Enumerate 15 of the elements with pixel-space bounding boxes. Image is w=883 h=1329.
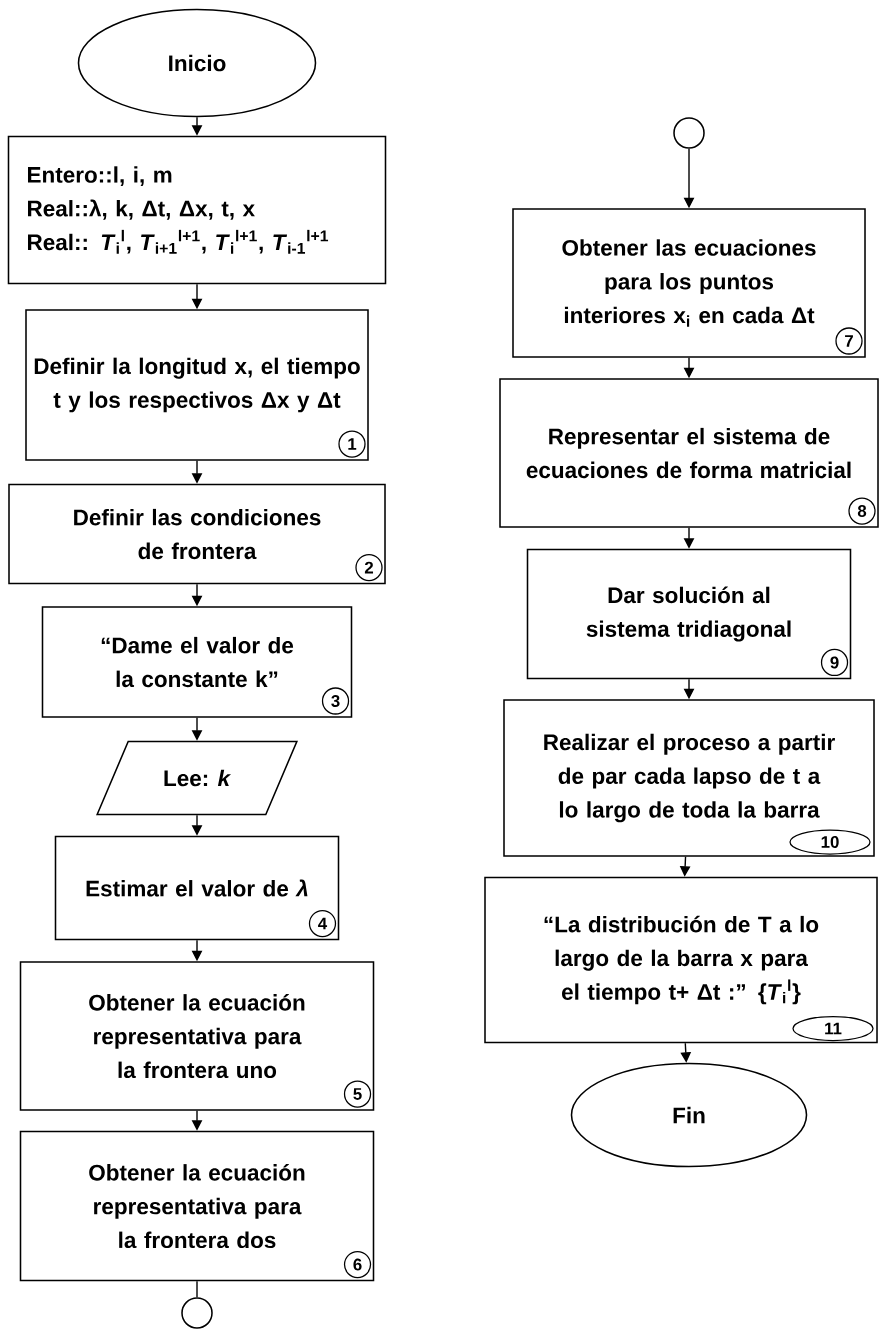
connector-circle [181,1297,213,1329]
callout-number: 2 [355,553,383,582]
callout-number: 1 [338,430,366,458]
callout-number: 6 [343,1250,372,1279]
callout-number: 10 [789,829,871,855]
callout-number: 8 [848,497,876,525]
declaration-box: Entero::l, i, m Real::λ, k, Δt, Δx, t, x Real:: T$_{i}$$^{l}$, T$_{i+1}$$^{l+1}$, T$_{i}$$^{l+1}$, T$_{i-1}$l+1 [7,135,387,285]
connector-line [196,1280,198,1298]
callout-number: 11 [792,1015,874,1042]
callout-number: 3 [321,687,350,715]
callout-number: 4 [308,909,337,938]
callout-number: 9 [820,648,849,677]
connector-circle [673,117,705,149]
callout-number: 5 [343,1080,372,1108]
callout-number: 7 [835,327,863,355]
